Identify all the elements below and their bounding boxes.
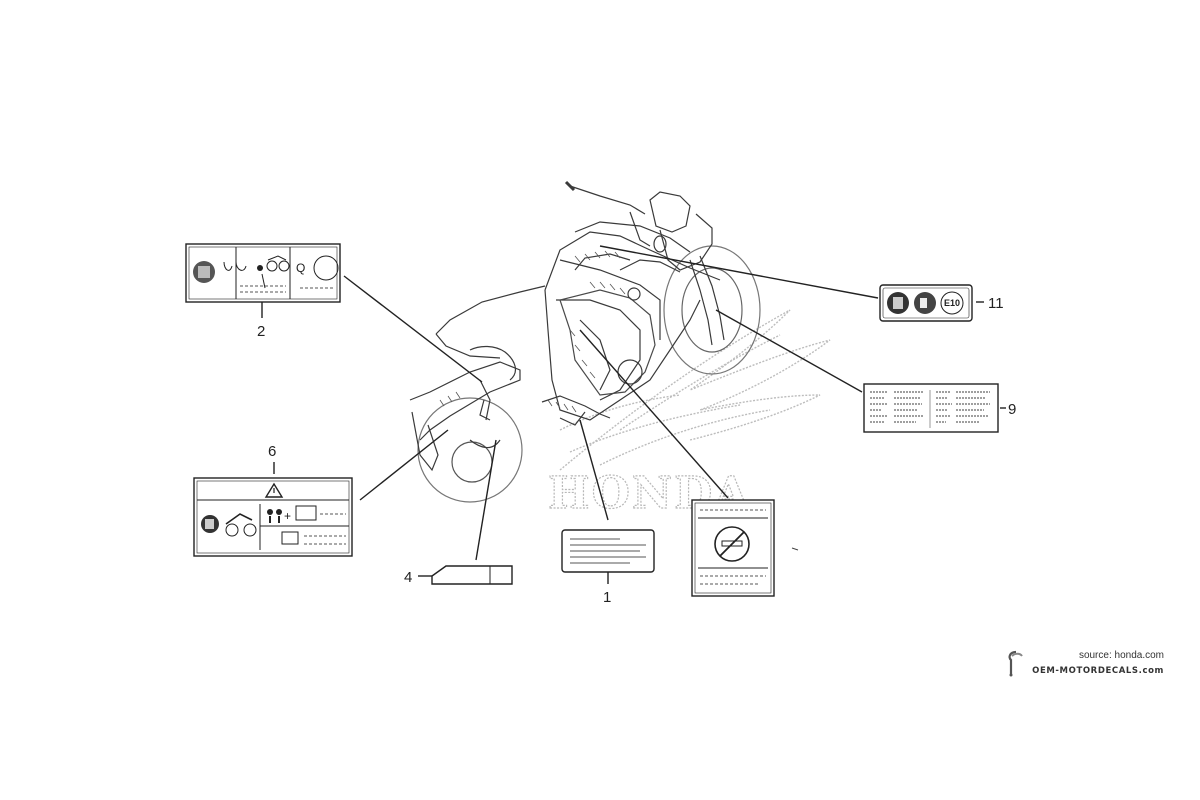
- source-credit: source: honda.com OEM-MOTORDECALS.com: [1004, 648, 1164, 682]
- callout-9: 9: [1008, 401, 1016, 418]
- callout-2: 2: [257, 323, 265, 340]
- svg-text:Q: Q: [296, 261, 305, 275]
- label-1-decal: [561, 529, 655, 573]
- leader-lines: [261, 245, 1006, 584]
- callout-11: 11: [988, 295, 1004, 312]
- rider-icon: [267, 509, 273, 515]
- motorcycle-icon: [225, 523, 239, 537]
- label-9-text-lines: [870, 391, 990, 423]
- source-text: source: honda.com: [1078, 650, 1164, 661]
- brand-text: OEM-MOTORDECALS.com: [1032, 666, 1164, 676]
- motorcycle-icon: [266, 260, 278, 272]
- luggage-icon: [295, 505, 317, 521]
- callout-1: 1: [603, 589, 611, 606]
- motordecals-logo-icon: [1008, 650, 1023, 677]
- label-9-decal: [863, 383, 999, 433]
- callout-4: 4: [404, 569, 412, 586]
- label-4-decal: [431, 565, 513, 585]
- e10-badge: E10: [944, 298, 960, 308]
- svg-text:+: +: [284, 509, 291, 523]
- motorcycle-detail-hatching: [439, 250, 626, 413]
- label-2-decal: Q: [185, 243, 341, 303]
- motorcycle-drawing: [409, 180, 761, 503]
- gauge-icon: [313, 255, 339, 281]
- tire-pressure-icon: [223, 261, 233, 271]
- rider-icon: [257, 265, 263, 271]
- warning-triangle-icon: [264, 482, 284, 498]
- cargo-icon: [281, 531, 299, 545]
- label-6-decal: +: [193, 477, 353, 557]
- no-smoking-decal: [691, 499, 799, 597]
- label-11-decal: E10: [879, 284, 973, 322]
- callout-6: 6: [268, 443, 276, 460]
